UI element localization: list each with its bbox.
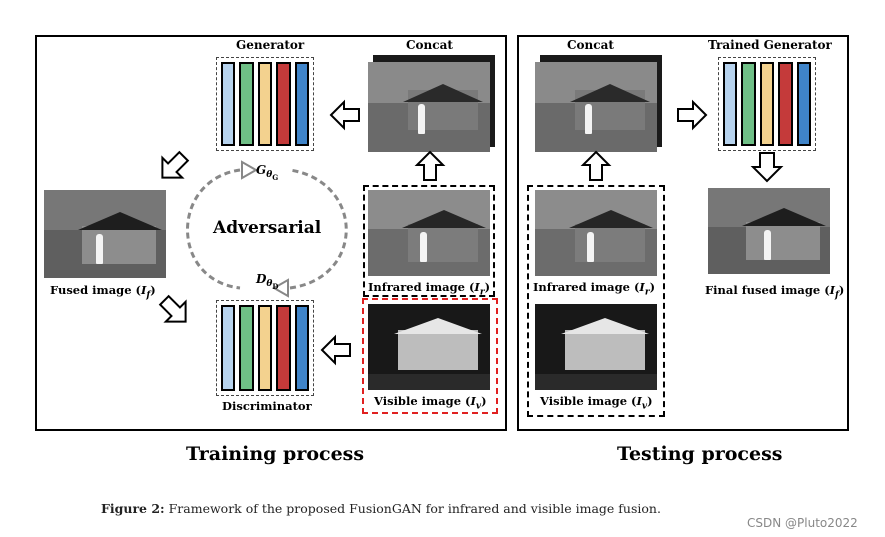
concat-label-testing: Concat — [567, 38, 614, 52]
arrow-up-icon — [414, 150, 446, 181]
fused-image — [44, 190, 166, 278]
final-fused-caption: Final fused image (If) — [705, 283, 845, 301]
layer-bar — [239, 305, 254, 391]
d-theta-label: DθD — [256, 272, 279, 292]
layer-bar — [239, 62, 254, 146]
arrow-right-icon — [677, 99, 708, 131]
layer-bar — [759, 62, 775, 146]
infrared-image-testing — [535, 190, 657, 276]
discriminator-network — [216, 300, 314, 396]
g-theta-label: GθG — [256, 163, 279, 183]
arrow-down-icon — [750, 152, 784, 183]
layer-bar — [257, 305, 273, 391]
visible-caption-testing: Visible image (Iv) — [540, 394, 653, 412]
infrared-caption-training: Infrared image (Ir) — [368, 280, 491, 298]
testing-panel — [517, 35, 849, 431]
layer-bar — [276, 305, 291, 391]
arrow-diagonal-down-left-icon — [161, 150, 190, 179]
concat-front-image — [368, 62, 490, 152]
testing-inputs-box — [527, 185, 665, 417]
layer-bar — [778, 62, 793, 146]
layer-bar — [294, 305, 310, 391]
arrow-left-icon — [320, 334, 351, 366]
visible-image-testing — [535, 304, 657, 390]
adversarial-loop — [186, 160, 348, 298]
adversarial-label: Adversarial — [213, 218, 322, 238]
trained-generator-network — [718, 57, 816, 151]
discriminator-label: Discriminator — [222, 399, 312, 413]
final-fused-image — [708, 188, 830, 274]
layer-bar — [276, 62, 291, 146]
fused-image-caption: Fused image (If) — [50, 283, 156, 301]
arrow-left-icon — [329, 99, 360, 131]
training-panel — [35, 35, 507, 431]
generator-network — [216, 57, 314, 151]
layer-bar — [796, 62, 812, 146]
infrared-caption-testing: Infrared image (Ir) — [533, 280, 656, 298]
layer-bar — [257, 62, 273, 146]
arrow-diagonal-down-right-icon — [158, 294, 187, 323]
figure-caption: Figure 2: Framework of the proposed Fusi… — [101, 501, 661, 516]
layer-bar — [741, 62, 756, 146]
layer-bar — [294, 62, 310, 146]
layer-bar — [723, 62, 738, 146]
training-process-title: Training process — [186, 443, 365, 465]
arrow-up-icon — [580, 150, 612, 181]
concat-label-training: Concat — [406, 38, 453, 52]
visible-box-training — [362, 298, 498, 414]
testing-process-title: Testing process — [617, 443, 783, 465]
infrared-box-training — [363, 185, 495, 297]
generator-label: Generator — [236, 38, 305, 52]
visible-caption-training: Visible image (Iv) — [374, 394, 487, 412]
watermark: CSDN @Pluto2022 — [747, 516, 858, 530]
infrared-image-training — [368, 190, 490, 276]
trained-generator-label: Trained Generator — [708, 38, 832, 52]
layer-bar — [221, 305, 236, 391]
infrared-scene — [368, 62, 490, 152]
concat-front-image — [535, 62, 657, 152]
layer-bar — [221, 62, 236, 146]
visible-image-training — [368, 304, 490, 390]
